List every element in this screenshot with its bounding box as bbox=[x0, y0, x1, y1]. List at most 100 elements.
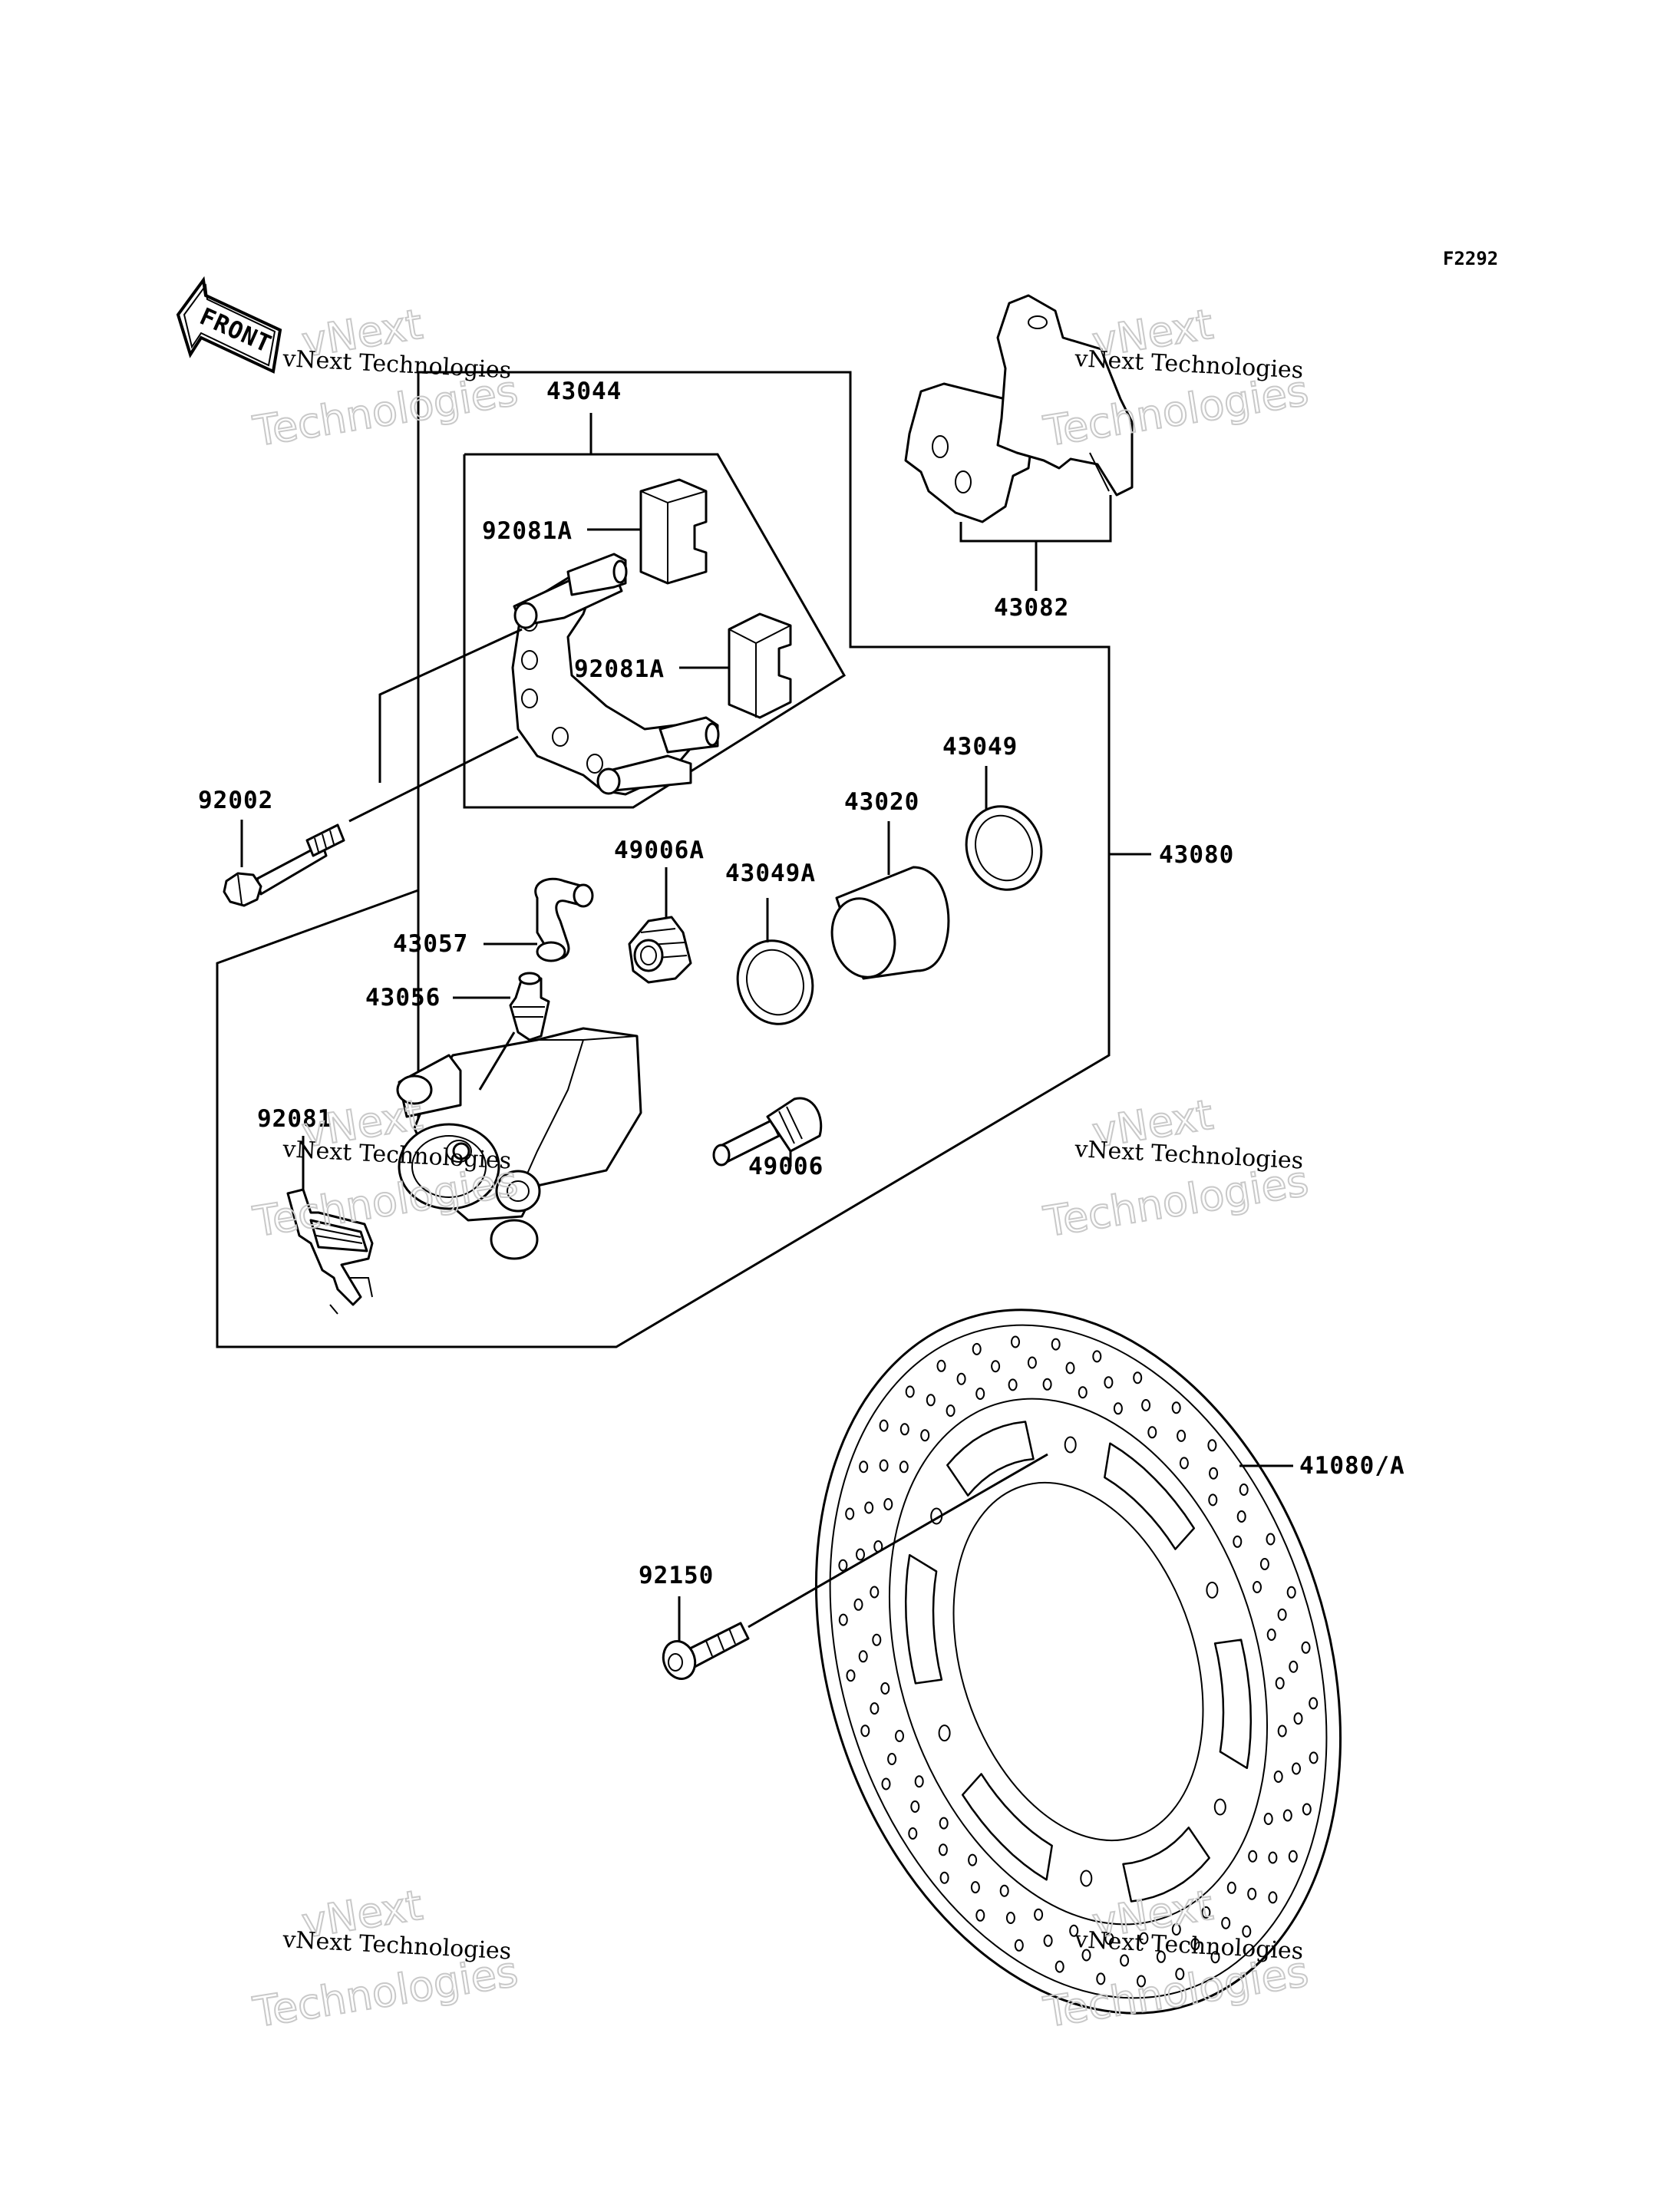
watermark-text-top-left: vNext Technologies bbox=[282, 345, 512, 384]
disc-hole bbox=[1273, 1771, 1283, 1783]
disc-hole bbox=[879, 1419, 889, 1432]
disc-hole bbox=[914, 1775, 924, 1788]
front-arrow-icon: FRONT bbox=[176, 276, 282, 374]
disc-hole bbox=[946, 1404, 956, 1417]
disc-drill-holes bbox=[838, 1335, 1319, 1988]
disc-hole bbox=[1289, 1660, 1299, 1673]
disc-hole bbox=[1282, 1809, 1292, 1822]
disc-hole bbox=[939, 1817, 949, 1830]
disc-hole bbox=[1236, 1510, 1246, 1523]
disc-hole bbox=[887, 1753, 897, 1765]
disc-bolt-hole bbox=[1206, 1581, 1219, 1599]
disc-hole bbox=[1081, 1949, 1091, 1962]
disc-hole bbox=[858, 1650, 868, 1663]
disc-hole bbox=[1309, 1751, 1319, 1764]
disc-slot bbox=[946, 1421, 1035, 1497]
watermark-text-mid-right: vNext Technologies bbox=[1074, 1136, 1304, 1175]
disc-hole bbox=[883, 1498, 893, 1510]
disc-hole bbox=[1266, 1629, 1276, 1641]
disc-hole bbox=[880, 1682, 890, 1695]
label-49006: 49006 bbox=[748, 1153, 823, 1180]
disc-hole bbox=[1301, 1641, 1311, 1654]
disc-hole bbox=[905, 1385, 915, 1398]
label-43049A: 43049A bbox=[725, 860, 816, 887]
disc-hole bbox=[920, 1429, 930, 1442]
disc-hole bbox=[1156, 1950, 1166, 1963]
label-43056: 43056 bbox=[365, 984, 441, 1012]
disc-hole bbox=[1096, 1972, 1106, 1985]
disc-hole bbox=[881, 1777, 891, 1790]
disc-hole bbox=[1226, 1881, 1236, 1894]
pad-spring-upper bbox=[587, 478, 708, 585]
disc-hole bbox=[1104, 1932, 1114, 1946]
disc-hole bbox=[1179, 1457, 1189, 1470]
disc-hole bbox=[1210, 1951, 1220, 1964]
disc-slot bbox=[904, 1553, 943, 1685]
disc-hole bbox=[1055, 1960, 1064, 1973]
disc-hole bbox=[1078, 1386, 1088, 1399]
disc-hole bbox=[1120, 1954, 1130, 1967]
caliper-body bbox=[396, 1027, 642, 1260]
disc-hole bbox=[1266, 1533, 1276, 1546]
disc-hole bbox=[1069, 1924, 1079, 1937]
disc-hole bbox=[975, 1909, 985, 1922]
disc-hole bbox=[1209, 1467, 1219, 1480]
label-43044: 43044 bbox=[546, 378, 622, 405]
disc-hole bbox=[999, 1884, 1009, 1897]
disc-hole bbox=[970, 1881, 980, 1894]
disc-hole bbox=[853, 1598, 863, 1611]
brake-pads bbox=[904, 294, 1134, 591]
brake-disc-41080A bbox=[814, 1309, 1342, 2015]
disc-hole bbox=[938, 1843, 948, 1856]
seal-43049 bbox=[965, 766, 1043, 891]
disc-hole bbox=[1233, 1535, 1243, 1548]
disc-carrier-slots bbox=[904, 1421, 1253, 1903]
boot-49006A bbox=[628, 867, 692, 984]
pad-pin-92081 bbox=[286, 1136, 374, 1315]
label-41080A: 41080/A bbox=[1299, 1452, 1405, 1480]
disc-hole bbox=[845, 1507, 855, 1520]
disc-hole bbox=[956, 1372, 966, 1385]
bracket-outline-43044 bbox=[463, 413, 847, 809]
disc-hole bbox=[910, 1800, 920, 1813]
disc-hole bbox=[870, 1702, 880, 1715]
assembly-outline-43080 bbox=[216, 371, 1151, 1348]
figure-code: F2292 bbox=[1443, 248, 1498, 269]
label-43057: 43057 bbox=[393, 930, 468, 958]
disc-hole bbox=[968, 1853, 978, 1866]
disc-hole bbox=[1247, 1887, 1257, 1900]
pin-49006 bbox=[712, 1097, 823, 1167]
disc-hole bbox=[879, 1459, 889, 1472]
disc-bolt-hole bbox=[938, 1724, 951, 1742]
disc-hole bbox=[1113, 1402, 1123, 1415]
disc-hole bbox=[1043, 1934, 1053, 1947]
disc-hole bbox=[1011, 1335, 1020, 1348]
disc-hole bbox=[926, 1394, 936, 1407]
disc-hole bbox=[1201, 1906, 1211, 1919]
disc-hole bbox=[856, 1548, 865, 1561]
label-92081: 92081 bbox=[257, 1105, 332, 1133]
pad-spring-lower bbox=[679, 612, 792, 719]
disc-hole bbox=[1288, 1850, 1298, 1863]
disc-hole bbox=[895, 1730, 904, 1742]
disc-bolt-hole bbox=[1213, 1798, 1226, 1816]
disc-hole bbox=[908, 1827, 918, 1840]
disc-hole bbox=[846, 1669, 856, 1682]
disc-hole bbox=[1141, 1399, 1151, 1411]
disc-hole bbox=[1042, 1378, 1052, 1391]
disc-hole bbox=[1005, 1912, 1015, 1924]
disc-hole bbox=[991, 1360, 1001, 1373]
disc-slot bbox=[1104, 1442, 1196, 1550]
disc-hole bbox=[899, 1423, 909, 1436]
disc-hole bbox=[1027, 1356, 1037, 1369]
disc-hole bbox=[1092, 1350, 1102, 1363]
disc-hole bbox=[1277, 1608, 1287, 1621]
label-43082: 43082 bbox=[994, 594, 1069, 622]
disc-hole bbox=[1268, 1851, 1278, 1864]
disc-hole bbox=[1242, 1925, 1252, 1938]
disc-hole bbox=[1268, 1891, 1278, 1904]
disc-hole bbox=[1177, 1429, 1187, 1442]
disc-hole bbox=[1253, 1581, 1262, 1593]
disc-hole bbox=[860, 1724, 870, 1738]
